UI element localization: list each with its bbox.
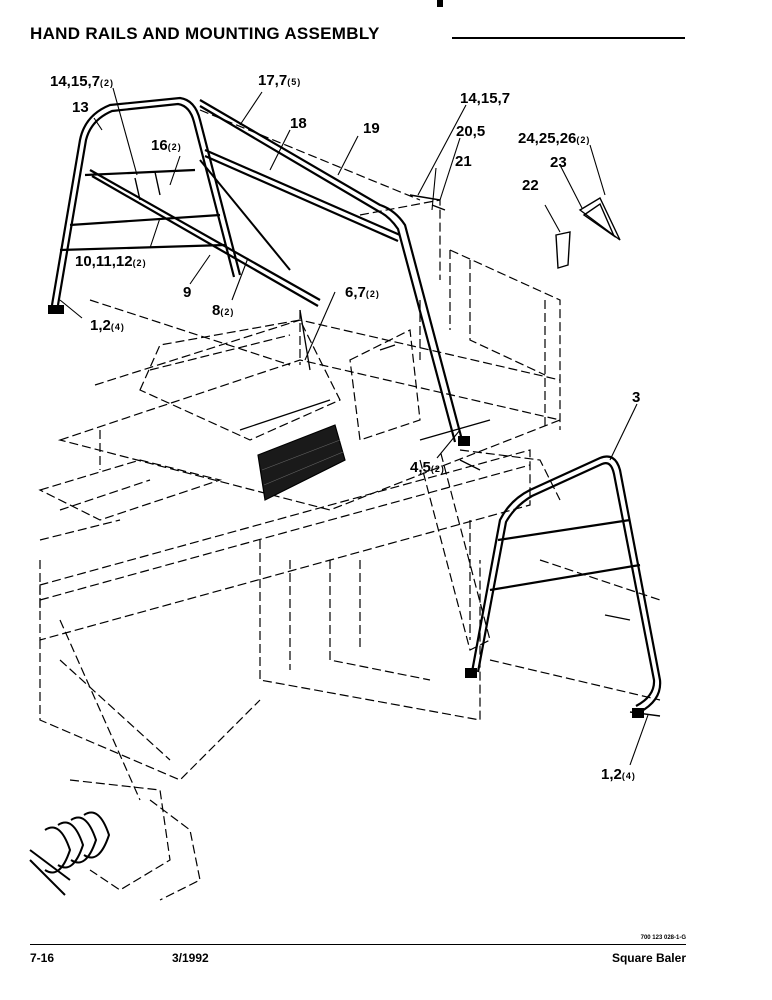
callout-18: 18: [290, 115, 307, 132]
callout-16: 16(2): [151, 137, 182, 154]
hand-rail-13: [50, 96, 242, 306]
callout-20-5: 20,5: [456, 123, 485, 140]
callout-labels: 14,15,7(2) 13 17,7(5) 18 19 14,15,7 16(2…: [50, 72, 640, 783]
callout-3: 3: [632, 389, 640, 406]
rail-9: [89, 169, 321, 307]
callout-4-5: 4,5(2): [410, 459, 445, 476]
hardware-parts: [134, 171, 661, 717]
brace-8: [199, 159, 291, 271]
baler-body-outline: [38, 109, 661, 901]
callout-6-7: 6,7(2): [345, 284, 380, 301]
callout-1-2-left: 1,2(4): [90, 317, 125, 334]
radiator-grille: [257, 424, 346, 501]
rail-18: [204, 148, 401, 243]
hand-rail-3: [470, 455, 662, 713]
pickup-tines: [29, 811, 111, 896]
revision-date: 3/1992: [172, 951, 209, 965]
callout-10-11-12: 10,11,12(2): [75, 253, 147, 270]
callout-22: 22: [522, 177, 539, 194]
title-rule: [452, 37, 685, 39]
callout-14-15-7-right: 14,15,7: [460, 90, 510, 107]
callout-9: 9: [183, 284, 191, 301]
model-name: Square Baler: [611, 951, 686, 965]
footer-rule: [30, 944, 686, 945]
callout-13: 13: [72, 99, 89, 116]
page-edge-mark: [437, 0, 443, 7]
drawing-number: 700 123 028-1-G: [640, 935, 686, 941]
callout-24-25-26: 24,25,26(2): [518, 130, 590, 147]
callout-23: 23: [550, 154, 567, 171]
leader-lines: [59, 87, 649, 766]
baler-solid-details: [239, 309, 491, 471]
rail-feet: [48, 305, 644, 718]
page-number: 7-16: [30, 951, 55, 965]
callout-8: 8(2): [212, 302, 234, 319]
page-title: HAND RAILS AND MOUNTING ASSEMBLY: [30, 24, 380, 43]
callout-19: 19: [363, 120, 380, 137]
hand-rail-19: [199, 99, 464, 443]
callout-21: 21: [455, 153, 472, 170]
callout-17-7: 17,7(5): [258, 72, 301, 89]
callout-1-2-right: 1,2(4): [601, 766, 636, 783]
callout-14-15-7-left: 14,15,7(2): [50, 73, 114, 90]
